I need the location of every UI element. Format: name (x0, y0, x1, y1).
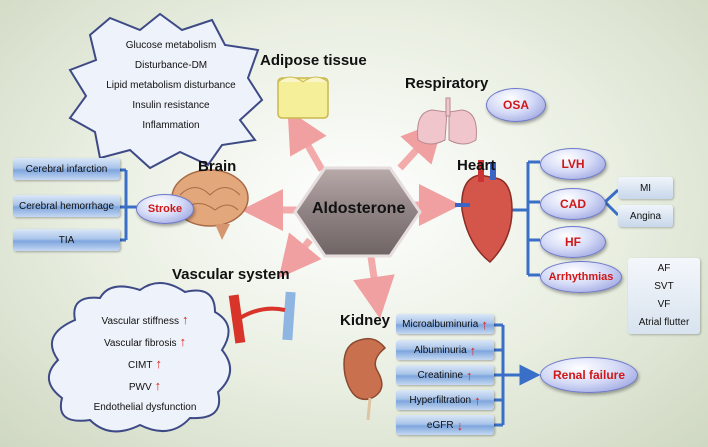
aldosterone-label: Aldosterone (312, 200, 406, 217)
arrow-to-vascular (278, 232, 322, 279)
adipose-item: Disturbance-DM (134, 60, 208, 71)
kidney-bracket (494, 323, 541, 427)
renal-failure-pill: Renal failure (540, 357, 638, 393)
lungs-icon (417, 97, 477, 145)
adipose-title: Adipose tissue (260, 52, 367, 69)
arrhythmias-pill: Arrhythmias (540, 261, 622, 293)
stroke-pill: Stroke (136, 194, 194, 224)
mi-box: MI (618, 177, 673, 199)
arrhythmia-item: SVT (654, 281, 674, 292)
arrhythmia-list: AF SVT VF Atrial flutter (628, 258, 700, 334)
decrease-arrow-icon: ↓ (456, 417, 464, 433)
blood-vessel-icon (228, 291, 296, 344)
increase-arrow-icon: ↑ (154, 378, 162, 393)
vascular-list: Vascular stiffness↑ Vascular fibrosis↑ C… (70, 310, 220, 418)
osa-pill: OSA (486, 88, 546, 122)
vascular-item: Endothelial dysfunction (93, 402, 197, 413)
kidney-item: Microalbuminuria↑ (396, 314, 494, 334)
adipose-item: Inflammation (142, 120, 200, 131)
brain-bracket (120, 168, 138, 242)
arrow-to-adipose (287, 109, 327, 172)
increase-arrow-icon: ↑ (155, 356, 162, 371)
adipose-list: Glucose metabolism Disturbance-DM Lipid … (96, 36, 246, 136)
heart-title: Heart (457, 157, 496, 174)
brain-item: TIA (13, 229, 120, 251)
arrhythmia-item: Atrial flutter (638, 317, 690, 328)
increase-arrow-icon: ↑ (469, 342, 477, 358)
kidney-title: Kidney (340, 312, 391, 329)
kidney-item: Creatinine↑ (396, 365, 494, 385)
lvh-pill: LVH (540, 148, 606, 180)
brain-title: Brain (198, 158, 237, 175)
brain-item: Cerebral infarction (13, 158, 120, 180)
respiratory-title: Respiratory (405, 75, 489, 92)
vascular-item: CIMT↑ (128, 356, 162, 371)
arrhythmia-item: AF (657, 263, 671, 274)
vascular-cloud-shape (48, 282, 231, 433)
adipose-item: Lipid metabolism disturbance (106, 80, 236, 91)
vascular-item: Vascular stiffness↑ (101, 312, 189, 327)
arrhythmia-item: VF (657, 299, 671, 310)
hf-pill: HF (540, 226, 606, 258)
vascular-item: Vascular fibrosis↑ (103, 334, 187, 349)
adipose-tissue-icon (277, 76, 329, 119)
adipose-item: Insulin resistance (132, 100, 210, 111)
increase-arrow-icon: ↑ (474, 392, 481, 408)
heart-icon (455, 160, 513, 263)
kidney-item: eGFR↓ (396, 415, 494, 435)
cad-pill: CAD (540, 188, 606, 220)
aldosterone-hexagon (293, 166, 422, 258)
kidney-icon (343, 337, 387, 421)
angina-box: Angina (618, 205, 673, 227)
arrow-to-kidney (353, 249, 395, 319)
increase-arrow-icon: ↑ (181, 312, 189, 327)
increase-arrow-icon: ↑ (466, 367, 473, 383)
heart-bracket (512, 160, 620, 277)
vascular-title: Vascular system (172, 266, 290, 283)
adipose-item: Glucose metabolism (125, 40, 217, 51)
increase-arrow-icon: ↑ (179, 334, 187, 349)
increase-arrow-icon: ↑ (481, 316, 488, 332)
kidney-item: Hyperfiltration↑ (396, 390, 494, 410)
vascular-item: PWV↑ (128, 378, 162, 393)
kidney-item: Albuminuria↑ (396, 340, 494, 360)
adipose-star-shape (68, 12, 264, 170)
brain-item: Cerebral hemorrhage (13, 195, 120, 217)
